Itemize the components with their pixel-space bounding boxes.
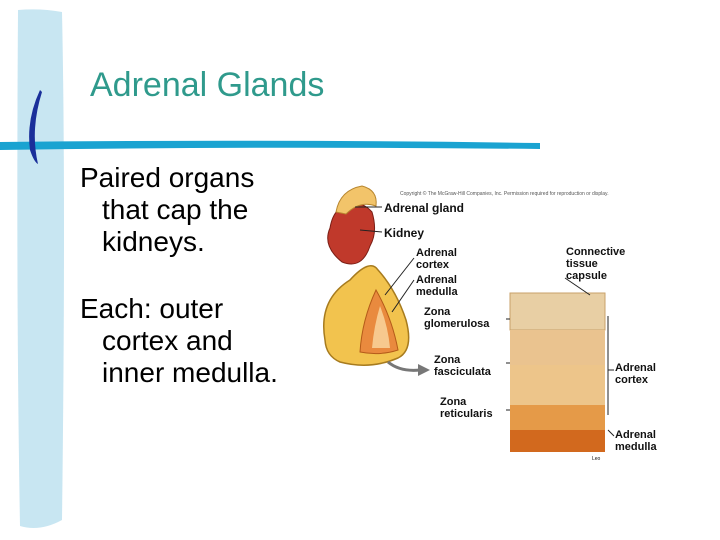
capsule-layer — [509, 292, 606, 331]
label-zona-glomerulosa: Zona glomerulosa — [424, 306, 490, 330]
bracket-ornament — [29, 90, 42, 164]
label-connective-tissue-capsule: Connective tissue capsule — [566, 246, 626, 282]
figure-copyright: Copyright © The McGraw-Hill Companies, I… — [400, 191, 609, 197]
label-kidney: Kidney — [384, 226, 425, 240]
label-zona-reticularis: Zona reticularis — [440, 396, 493, 420]
label-adrenal-gland: Adrenal gland — [384, 201, 465, 215]
label-credit: Leo — [592, 456, 601, 462]
reticularis-layer — [510, 405, 605, 430]
sidebar-band — [17, 9, 64, 529]
adrenal-medulla-band — [372, 306, 390, 348]
fasciculata-layer — [510, 365, 605, 405]
medulla-layer — [510, 430, 605, 452]
zoom-arrow-head — [418, 364, 430, 376]
label-adrenal-cortex-left: Adrenal cortex — [416, 247, 457, 271]
adrenal-gland-shape — [335, 185, 377, 215]
bullet-1: Paired organs that cap the kidneys. — [80, 162, 255, 257]
label-adrenal-cortex-right: Adrenal cortex — [615, 362, 656, 386]
zoom-arrow — [387, 360, 421, 372]
bullet-list: Paired organs that cap the kidneys. Each… — [80, 162, 295, 424]
bullet-2: Each: outer cortex and inner medulla. — [80, 293, 278, 388]
kidney-shape — [327, 203, 376, 265]
label-adrenal-medulla-left: Adrenal medulla — [416, 274, 458, 298]
slide-title: Adrenal Glands — [90, 66, 325, 104]
title-rule — [0, 140, 540, 150]
glomerulosa-layer — [510, 330, 605, 365]
label-zona-fasciculata: Zona fasciculata — [434, 354, 491, 378]
label-adrenal-medulla-right: Adrenal medulla — [615, 429, 657, 453]
leader-lines — [355, 206, 615, 437]
